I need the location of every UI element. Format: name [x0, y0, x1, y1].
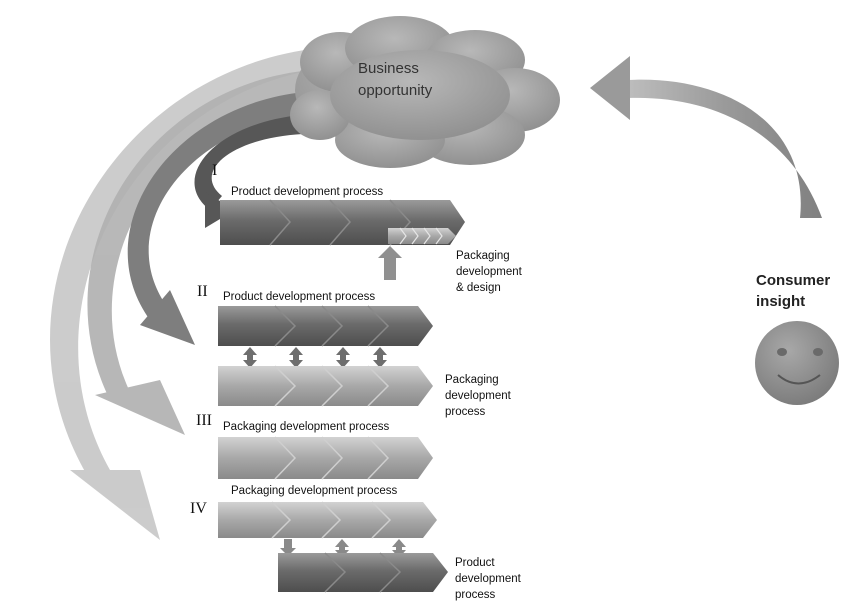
section-1-packaging-mini-bar: [388, 227, 456, 245]
section-2-numeral: II: [197, 283, 208, 300]
consumer-label-line1: Consumer: [756, 272, 831, 289]
smiley-face-icon: [755, 321, 839, 405]
section-1-title: Product development process: [231, 186, 384, 198]
consumer-insight-label: Consumer insight: [756, 270, 830, 312]
section-1-up-arrow: [378, 246, 402, 280]
section-2-packaging-bar: [218, 365, 433, 407]
section-4-side-line1: Product: [455, 557, 495, 569]
arrow-to-section-4: [50, 48, 325, 540]
section-4-side-line2: development: [455, 573, 521, 585]
section-2-side-line2: development: [445, 390, 511, 402]
section-1-side-label: Packaging development & design: [456, 248, 522, 296]
section-4-numeral: IV: [190, 500, 207, 517]
section-2-side-label: Packaging development process: [445, 372, 511, 420]
section-3-title: Packaging development process: [223, 421, 390, 433]
section-4-product-bar: [278, 552, 448, 593]
section-3-numeral: III: [196, 412, 212, 429]
section-4-title: Packaging development process: [231, 485, 398, 497]
section-4-packaging-bar: [218, 501, 437, 539]
cloud-label: Business opportunity: [358, 58, 432, 102]
section-3-packaging-bar: [218, 436, 433, 480]
section-2-title: Product development process: [223, 291, 376, 303]
section-1-numeral: I: [212, 162, 218, 179]
cloud-label-line1: Business: [358, 60, 419, 77]
business-opportunity-cloud: [290, 16, 560, 168]
cloud-label-line2: opportunity: [358, 82, 433, 99]
section-4-side-line3: process: [455, 589, 496, 601]
consumer-label-line2: insight: [756, 293, 806, 310]
section-2-product-bar: [218, 305, 433, 347]
section-2-side-line3: process: [445, 406, 486, 418]
consumer-to-cloud-arrow: [590, 56, 822, 218]
section-1-side-line1: Packaging: [456, 250, 510, 262]
section-1-side-line2: development: [456, 266, 522, 278]
section-2-side-line1: Packaging: [445, 374, 499, 386]
section-2-connectors: [243, 347, 387, 368]
section-4-side-label: Product development process: [455, 555, 521, 603]
section-1-side-line3: & design: [456, 282, 501, 294]
